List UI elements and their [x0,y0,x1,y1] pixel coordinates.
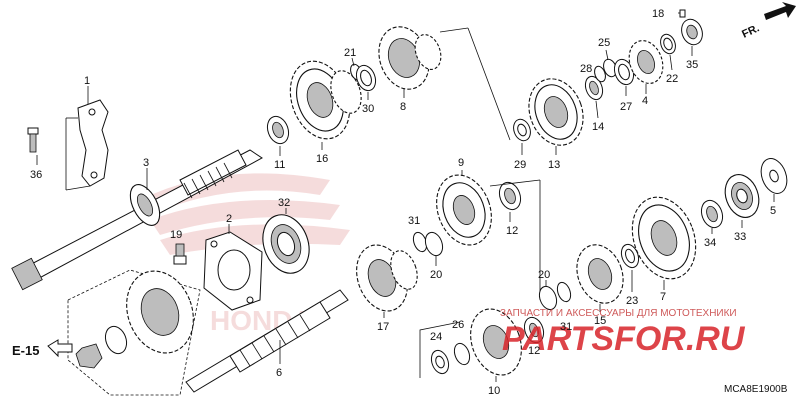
part-3-mainshaft [11,149,263,291]
part-28-washer [594,65,606,83]
label-1: 1 [84,75,90,87]
e15-reference-arrow-icon [47,339,73,358]
direction-label: FR. [740,22,761,40]
label-7: 7 [660,291,666,303]
label-35: 35 [686,59,698,71]
part-16-gear [289,60,362,150]
label-32: 32 [278,197,290,209]
label-14: 14 [592,121,604,133]
part-15-gear [576,244,624,312]
label-24: 24 [430,331,442,343]
label-31-lower: 31 [560,321,572,333]
label-36: 36 [30,169,42,181]
part-5-washer [760,158,788,202]
label-3: 3 [143,157,149,169]
part-35-needle-bearing [681,18,703,56]
part-24-washer [430,349,450,375]
part-26-washer [453,342,471,366]
part-10-gear [470,308,522,382]
leader-line-top [439,27,469,33]
e15-dashed-group [67,269,201,396]
part-17-gear [356,244,418,318]
label-15: 15 [594,315,606,327]
label-13: 13 [548,159,560,171]
part-9-gear [436,170,492,246]
label-27: 27 [620,101,632,113]
label-12-lower: 12 [528,345,540,357]
part-7-gear [631,196,697,290]
part-18-pin [678,9,686,18]
label-4: 4 [642,95,648,107]
label-31-upper: 31 [408,215,420,227]
part-19-bolt [173,243,187,265]
label-23: 23 [626,295,638,307]
label-12-upper: 12 [506,225,518,237]
part-36-bolt [27,127,39,165]
lower-leader-line [419,321,461,378]
label-10: 10 [488,385,500,397]
label-20-upper: 20 [430,269,442,281]
label-26: 26 [452,319,464,331]
part-6-countershaft [185,289,349,393]
label-11: 11 [274,159,285,171]
label-18: 18 [652,8,664,20]
part-20-washer-lower [538,280,558,311]
label-8: 8 [400,101,406,113]
part-11-bushing [266,115,290,156]
label-6: 6 [276,367,282,379]
part-8-gear [378,26,442,98]
part-14-ring [584,75,604,119]
watermark-site: PARTSFOR.RU [502,320,746,358]
watermark-tagline: ЗАПЧАСТИ И АКСЕССУАРЫ ДЛЯ МОТОТЕХНИКИ [500,308,737,319]
label-30: 30 [362,103,374,115]
label-9: 9 [458,157,464,169]
label-25: 25 [598,37,610,49]
part-29-washer [513,118,531,155]
part-12-bushing-upper [498,181,522,222]
group-leader-right [489,179,541,300]
front-direction-arrow-icon [764,2,796,20]
part-30-washer [355,64,377,100]
label-29: 29 [514,159,526,171]
part-1-bracket [65,86,109,191]
part-12-bushing-lower [523,316,545,344]
label-21: 21 [344,47,356,59]
part-32-bearing [262,208,310,274]
label-16: 16 [316,153,328,165]
label-2: 2 [226,213,232,225]
label-22: 22 [666,73,678,85]
label-34: 34 [704,237,716,249]
reference-e15: E-15 [12,343,39,358]
part-13-gear [528,78,584,155]
part-4-gear [628,40,664,94]
part-33-bearing [724,174,760,228]
label-19: 19 [170,229,182,241]
part-34-needle-bearing [700,199,724,234]
part-31-circlip-lower [556,281,572,303]
label-33: 33 [734,231,746,243]
leader-line-diagonal [467,27,511,141]
part-22-washer [660,33,676,71]
label-5: 5 [770,205,776,217]
diagram-code: MCA8E1900B [724,384,788,395]
label-17: 17 [377,321,389,333]
label-28: 28 [580,63,592,75]
part-20-washer-upper [424,231,444,266]
part-2-plate [203,224,263,311]
label-20-lower: 20 [538,269,550,281]
